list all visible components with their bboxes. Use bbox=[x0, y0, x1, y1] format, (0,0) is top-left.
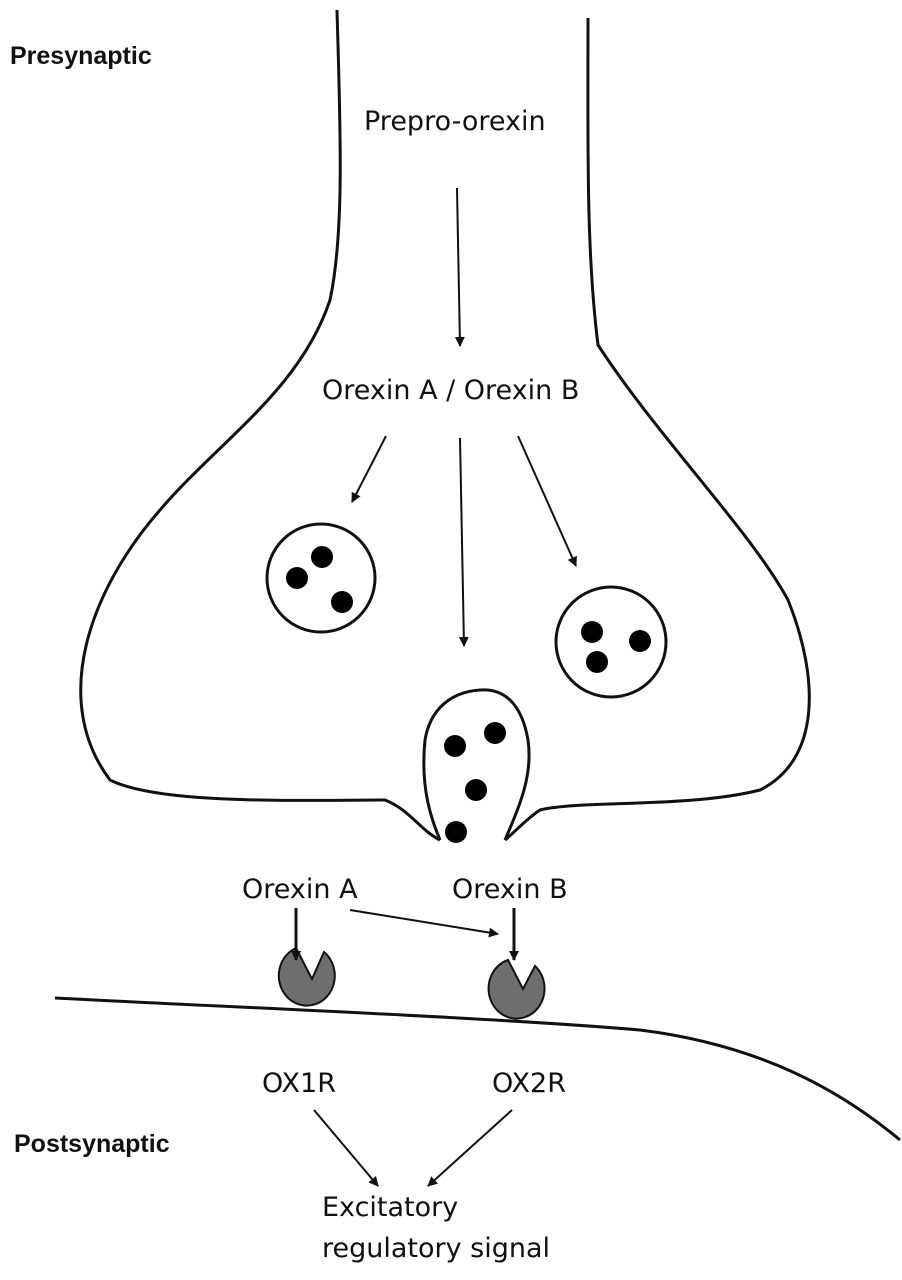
vesicle-left bbox=[267, 524, 375, 632]
arrow-prepro-to-orexin bbox=[457, 188, 460, 346]
arrow-to-left-vesicle bbox=[352, 436, 386, 502]
arrow-ox1r-to-signal bbox=[314, 1110, 378, 1186]
orexin-b-label: Orexin B bbox=[452, 874, 568, 905]
vesicle-dot bbox=[311, 546, 333, 568]
signal-label-line2: regulatory signal bbox=[322, 1233, 550, 1264]
vesicle-dot bbox=[465, 779, 487, 801]
orexin-a-label: Orexin A bbox=[242, 874, 358, 905]
vesicle-dot bbox=[331, 591, 353, 613]
vesicle-dot bbox=[629, 630, 651, 652]
vesicle-dot bbox=[484, 722, 506, 744]
ox1r-label: OX1R bbox=[262, 1068, 336, 1099]
ox2r-receptor-icon bbox=[489, 960, 545, 1019]
presynaptic-label: Presynaptic bbox=[10, 42, 152, 71]
ox1r-receptor-icon bbox=[279, 948, 335, 1006]
released-orexin-dot bbox=[445, 821, 467, 843]
ox2r-label: OX2R bbox=[492, 1068, 566, 1099]
vesicle-dot bbox=[581, 621, 603, 643]
postsynaptic-label: Postsynaptic bbox=[14, 1130, 170, 1159]
arrow-orexin-a-to-ox2r bbox=[350, 910, 498, 934]
arrow-ox2r-to-signal bbox=[428, 1110, 512, 1186]
postsynaptic-membrane bbox=[55, 998, 900, 1140]
arrow-to-release bbox=[460, 438, 464, 646]
orexin-ab-label: Orexin A / Orexin B bbox=[322, 375, 579, 406]
fusing-vesicle bbox=[424, 690, 529, 840]
vesicle-dot bbox=[586, 651, 608, 673]
vesicle-dot bbox=[444, 735, 466, 757]
arrow-to-right-vesicle bbox=[518, 436, 576, 566]
presynaptic-terminal-outline-right bbox=[505, 18, 809, 840]
signal-label-line1: Excitatory bbox=[322, 1192, 458, 1223]
prepro-orexin-label: Prepro-orexin bbox=[364, 106, 546, 137]
vesicle-dot bbox=[286, 567, 308, 589]
